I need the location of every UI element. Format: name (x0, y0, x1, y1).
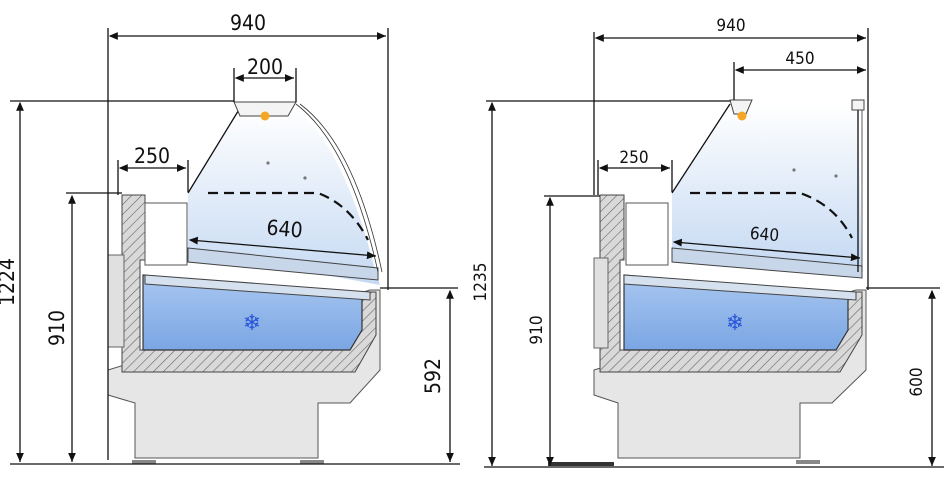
left-back-box (144, 202, 188, 266)
left-counter-height: 910 (45, 310, 69, 346)
right-back-box (625, 202, 669, 266)
left-tub-height: 592 (421, 358, 445, 394)
right-foot (796, 460, 820, 464)
right-counter-height: 910 (527, 315, 547, 344)
lamp-icon (260, 111, 270, 121)
left-back-glass (187, 107, 241, 194)
left-lamp-width: 200 (247, 55, 283, 79)
left-back-column (107, 254, 125, 348)
right-top-width: 450 (785, 49, 814, 69)
left-total-width: 940 (230, 11, 266, 35)
right-foot (548, 462, 614, 466)
right-total-height: 1235 (471, 263, 491, 302)
right-glass-top (851, 99, 865, 111)
snowflake-icon: ❄ (726, 311, 744, 336)
right-shelf-width: 250 (619, 148, 648, 168)
snowflake-icon: ❄ (243, 311, 261, 336)
left-foot (300, 460, 324, 464)
right-shelf (623, 274, 857, 301)
right-drawing: ❄ 940 450 250 640 1235 910 600 (471, 16, 944, 468)
right-back-glass (671, 103, 731, 194)
left-tub-width: 640 (266, 216, 304, 243)
right-tub-dim-line (672, 238, 861, 262)
right-total-width: 940 (716, 16, 745, 36)
left-total-height: 1224 (0, 258, 19, 306)
left-tub-dim-line (188, 236, 377, 260)
left-shelf-width: 250 (134, 144, 170, 168)
right-tub-height: 600 (907, 367, 927, 396)
lamp-icon (737, 111, 747, 121)
right-glass-area (672, 104, 862, 270)
left-lamp-canopy (233, 101, 297, 117)
left-foot (132, 460, 156, 464)
left-shelf (144, 274, 371, 301)
right-back-column (593, 257, 609, 349)
left-drawing: ❄ 940 200 250 640 1224 910 592 (0, 11, 460, 465)
right-tub-width: 640 (749, 224, 780, 246)
